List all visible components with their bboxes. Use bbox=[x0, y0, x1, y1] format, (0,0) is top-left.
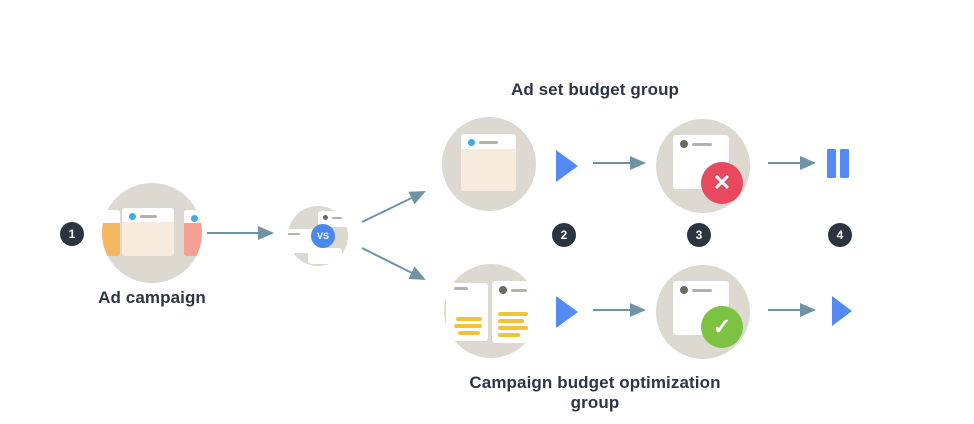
step-1-badge: 1 bbox=[60, 222, 84, 246]
card-dot-icon bbox=[680, 140, 688, 148]
vs-card-bottom bbox=[308, 248, 342, 264]
card-dot-icon bbox=[680, 286, 688, 294]
cbo-node bbox=[444, 264, 538, 358]
ad-campaign-node bbox=[102, 183, 202, 283]
vs-card-top bbox=[318, 211, 348, 227]
arrow-vs-to-bottom bbox=[361, 247, 426, 280]
play-icon bbox=[832, 296, 852, 326]
cbo-card-left bbox=[446, 283, 488, 341]
play-icon bbox=[556, 296, 578, 328]
step-4-badge: 4 bbox=[828, 223, 852, 247]
play-icon bbox=[556, 150, 578, 182]
ad-campaign-label: Ad campaign bbox=[98, 288, 206, 307]
card-dot-icon bbox=[191, 215, 198, 222]
success-check-icon: ✓ bbox=[701, 306, 743, 348]
vs-node: VS bbox=[288, 206, 348, 266]
card-dot-icon bbox=[499, 286, 507, 294]
ad-set-card bbox=[461, 134, 516, 191]
pause-icon bbox=[827, 149, 849, 178]
card-dot-icon bbox=[323, 215, 328, 220]
cbo-group-title: Campaign budget optimization group bbox=[469, 373, 721, 412]
card-dot-icon bbox=[129, 213, 136, 220]
ad-set-paused-node: ✕ bbox=[656, 119, 750, 213]
step-3-badge: 3 bbox=[687, 223, 711, 247]
arrow-vs-to-top bbox=[361, 191, 426, 223]
ad-set-budget-group-title: Ad set budget group bbox=[510, 80, 680, 99]
campaign-card-left bbox=[102, 210, 120, 256]
cbo-card-right bbox=[492, 281, 538, 343]
cbo-active-node: ✓ bbox=[656, 265, 750, 359]
step-2-badge: 2 bbox=[552, 223, 576, 247]
ad-set-node bbox=[442, 117, 536, 211]
campaign-card-right bbox=[184, 210, 202, 256]
card-dot-icon bbox=[468, 139, 475, 146]
vs-badge: VS bbox=[311, 224, 335, 248]
campaign-card-center bbox=[122, 208, 174, 256]
error-x-icon: ✕ bbox=[701, 162, 743, 204]
